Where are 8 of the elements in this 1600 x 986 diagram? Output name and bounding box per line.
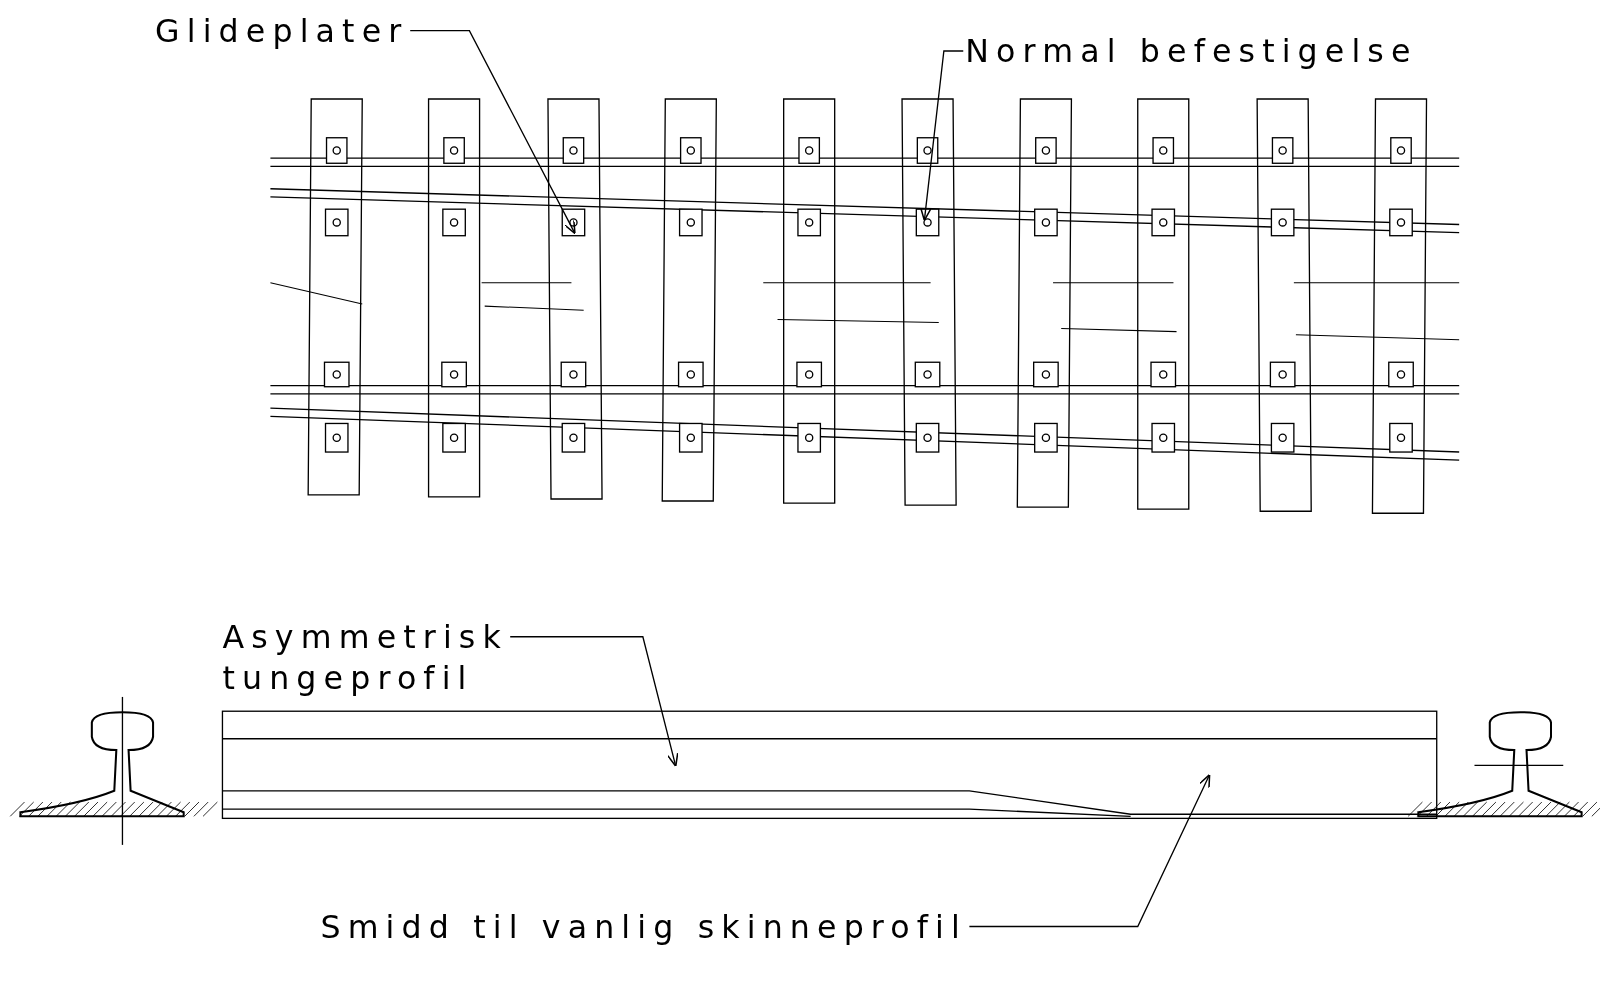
callout-label: Glideplater xyxy=(155,10,409,51)
leader-line xyxy=(919,50,964,222)
callout-label: Normal befestigelse xyxy=(965,30,1418,72)
leader-line xyxy=(968,773,1211,928)
callout-label: Smidd til vanlig skinneprofil xyxy=(320,906,967,947)
leader-line xyxy=(409,29,576,235)
leader-line xyxy=(509,636,679,768)
callout-label: Asymmetrisk tungeprofil xyxy=(222,616,508,698)
